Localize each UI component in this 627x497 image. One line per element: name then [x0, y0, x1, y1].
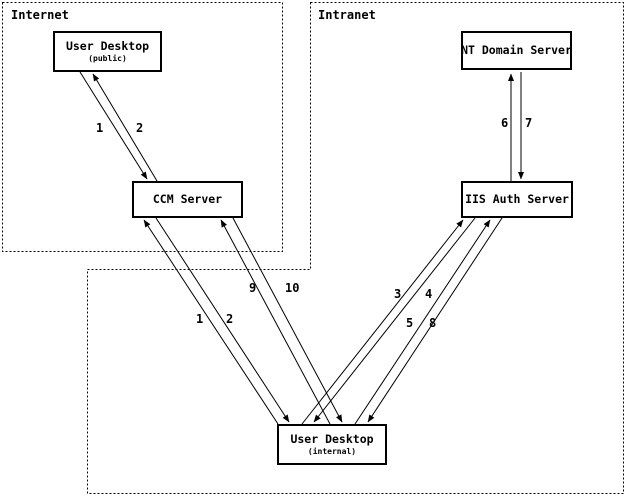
step-label: 4 [425, 287, 433, 301]
node-subtitle: (internal) [307, 446, 357, 456]
intranet-zone-label: Intranet [318, 8, 376, 22]
step-label: 10 [285, 281, 300, 295]
arrow-4-iis-to-internal [313, 217, 476, 423]
arrow-1-internal-to-ccm [143, 219, 279, 425]
arrow-2-ccm-to-internal [155, 217, 290, 423]
internet-zone-label: Internet [11, 8, 69, 22]
user-desktop-public-node: User Desktop (public) [53, 31, 162, 72]
node-title: IIS Auth Server [465, 191, 569, 206]
step-label: 6 [501, 116, 509, 130]
step-label: 2 [136, 121, 144, 135]
step-label: 8 [429, 316, 437, 330]
node-subtitle: (public) [88, 53, 127, 63]
step-label: 5 [406, 316, 414, 330]
arrow-2-ccm-to-public [92, 73, 158, 182]
arrow-9-internal-to-ccm [220, 219, 331, 425]
intranet-zone-outline [87, 2, 624, 494]
iis-auth-server-node: IIS Auth Server [461, 181, 573, 218]
step-label: 7 [525, 116, 533, 130]
step-label: 1 [196, 312, 204, 326]
arrow-8-iis-to-internal [367, 217, 503, 423]
user-desktop-internal-node: User Desktop (internal) [277, 424, 387, 465]
arrow-5-internal-to-iis [354, 219, 491, 425]
nt-domain-server-node: NT Domain Server [461, 31, 572, 70]
ccm-server-node: CCM Server [132, 181, 243, 218]
arrow-1-public-to-ccm [79, 71, 148, 180]
node-title: User Desktop [65, 39, 150, 54]
arrow-10-ccm-to-internal [232, 217, 343, 423]
arrow-3-internal-to-iis [301, 219, 464, 425]
node-title: User Desktop [290, 432, 374, 447]
node-title: NT Domain Server [461, 42, 572, 57]
step-label: 1 [96, 121, 104, 135]
step-label: 2 [226, 312, 234, 326]
node-title: CCM Server [152, 191, 223, 206]
step-label: 9 [249, 281, 257, 295]
internet-zone-outline [2, 2, 283, 252]
step-label: 3 [394, 287, 402, 301]
